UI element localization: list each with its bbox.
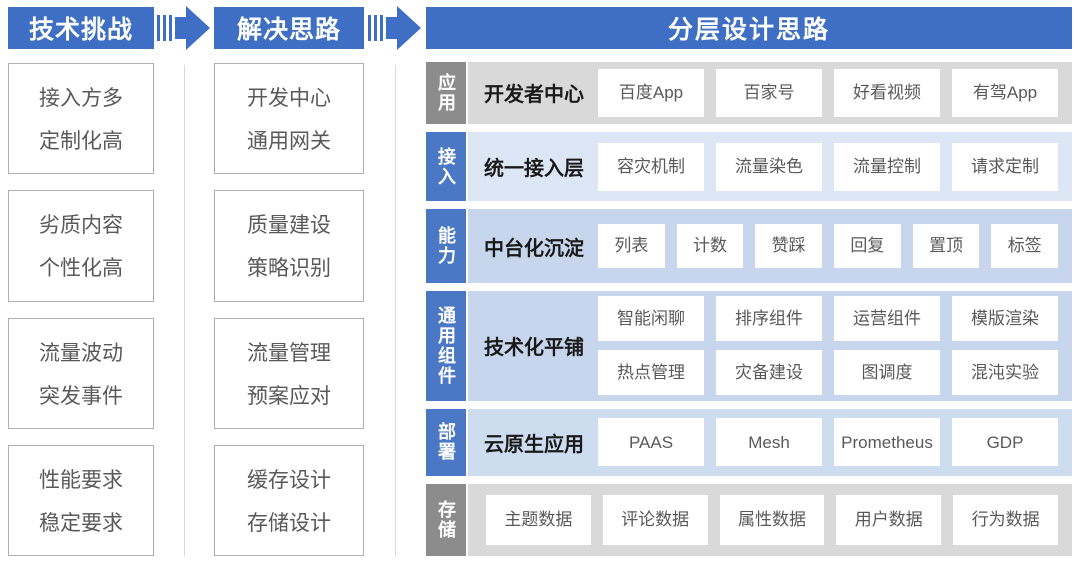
chip: 评论数据	[602, 495, 708, 546]
challenge-line: 性能要求	[39, 468, 123, 492]
solution-line: 预案应对	[247, 384, 331, 408]
solution-box: 质量建设 策略识别	[214, 190, 364, 302]
solution-box: 流量管理 预案应对	[214, 317, 364, 429]
layer-row-deployment: 部署 云原生应用 PAAS Mesh Prometheus GDP	[426, 408, 1072, 477]
solution-line: 流量管理	[247, 341, 331, 365]
chip: Mesh	[716, 418, 822, 467]
layer-title: 技术化平铺	[484, 337, 584, 360]
solution-line: 策略识别	[247, 257, 331, 281]
chip: GDP	[952, 418, 1058, 467]
chip: 图调度	[834, 350, 940, 396]
chip: 赞踩	[755, 224, 823, 269]
challenge-line: 劣质内容	[39, 214, 123, 238]
chip: 标签	[991, 224, 1059, 269]
solution-box: 开发中心 通用网关	[214, 63, 364, 175]
layer-row-storage: 存储 主题数据 评论数据 属性数据 用户数据 行为数据	[426, 484, 1072, 556]
chip-grid: 智能闲聊 排序组件 运营组件 模版渲染 热点管理 灾备建设 图调度 混沌实验	[598, 296, 1058, 396]
challenge-line: 流量波动	[39, 341, 123, 365]
layer-body: 中台化沉淀 列表 计数 赞踩 回复 置顶 标签	[468, 209, 1072, 284]
chip: 计数	[676, 224, 744, 269]
chip: 置顶	[912, 224, 980, 269]
arrow-gutter	[364, 6, 426, 556]
layer-body: 开发者中心 百度App 百家号 好看视频 有驾App	[468, 62, 1072, 124]
layer-row-application: 应用 开发者中心 百度App 百家号 好看视频 有驾App	[426, 62, 1072, 124]
challenge-line: 个性化高	[39, 257, 123, 281]
challenge-box: 劣质内容 个性化高	[8, 190, 154, 302]
layer-body: 统一接入层 容灾机制 流量染色 流量控制 请求定制	[468, 131, 1072, 202]
chip-list: 列表 计数 赞踩 回复 置顶 标签	[598, 224, 1059, 269]
chip: 用户数据	[836, 495, 942, 546]
solution-line: 通用网关	[247, 130, 331, 154]
layer-label: 能力	[426, 209, 466, 284]
layer-rows: 应用 开发者中心 百度App 百家号 好看视频 有驾App 接入 统一接入层	[426, 62, 1072, 556]
solution-line: 存储设计	[247, 511, 331, 535]
layer-body: 技术化平铺 智能闲聊 排序组件 运营组件 模版渲染 热点管理 灾备建设 图调度 …	[468, 291, 1072, 401]
layer-label: 部署	[426, 408, 466, 477]
challenge-box: 性能要求 稳定要求	[8, 444, 154, 556]
chip-list: 容灾机制 流量染色 流量控制 请求定制	[598, 142, 1058, 191]
chip: 回复	[834, 224, 901, 269]
layer-title: 开发者中心	[484, 84, 584, 107]
chip: 好看视频	[834, 68, 940, 117]
chip-list: PAAS Mesh Prometheus GDP	[598, 418, 1058, 467]
challenges-boxes: 接入方多 定制化高 劣质内容 个性化高 流量波动 突发事件 性能要求 稳定要求	[8, 63, 154, 556]
solution-line: 开发中心	[247, 87, 331, 111]
layer-row-common-components: 通用组件 技术化平铺 智能闲聊 排序组件 运营组件 模版渲染 热点管理 灾备建设…	[426, 291, 1072, 401]
layered-design-panel: 分层设计思路 应用 开发者中心 百度App 百家号 好看视频 有驾App 接入	[426, 7, 1072, 556]
chip: 排序组件	[716, 296, 822, 342]
layer-label: 应用	[426, 62, 466, 124]
challenges-header: 技术挑战	[8, 7, 154, 49]
chip: 百度App	[598, 68, 704, 117]
layer-body: 主题数据 评论数据 属性数据 用户数据 行为数据	[468, 484, 1072, 556]
chip: 百家号	[716, 68, 822, 117]
chip: 流量控制	[834, 142, 940, 191]
layer-label: 通用组件	[426, 291, 466, 401]
chip-list: 主题数据 评论数据 属性数据 用户数据 行为数据	[486, 495, 1058, 546]
solution-line: 缓存设计	[247, 468, 331, 492]
challenge-line: 突发事件	[39, 384, 123, 408]
chip: 属性数据	[719, 495, 825, 546]
layer-row-capability: 能力 中台化沉淀 列表 计数 赞踩 回复 置顶 标签	[426, 209, 1072, 284]
chip: 有驾App	[952, 68, 1058, 117]
chip: Prometheus	[834, 418, 940, 467]
layer-title: 云原生应用	[484, 433, 584, 456]
layer-title: 中台化沉淀	[484, 237, 584, 260]
challenge-box: 流量波动 突发事件	[8, 317, 154, 429]
solutions-column: 解决思路 开发中心 通用网关 质量建设 策略识别 流量管理 预案应对 缓存设计 …	[214, 7, 364, 556]
challenge-line: 稳定要求	[39, 511, 123, 535]
chip: 灾备建设	[716, 350, 822, 396]
layer-body: 云原生应用 PAAS Mesh Prometheus GDP	[468, 408, 1072, 477]
layer-title: 统一接入层	[484, 158, 584, 181]
chip: 请求定制	[952, 142, 1058, 191]
chip: 混沌实验	[952, 350, 1058, 396]
flow-arrow-icon	[368, 6, 422, 50]
challenges-column: 技术挑战 接入方多 定制化高 劣质内容 个性化高 流量波动 突发事件 性能要求 …	[8, 7, 154, 556]
chip: 智能闲聊	[598, 296, 704, 342]
challenge-box: 接入方多 定制化高	[8, 63, 154, 175]
layer-row-access: 接入 统一接入层 容灾机制 流量染色 流量控制 请求定制	[426, 131, 1072, 202]
chip: 主题数据	[486, 495, 591, 546]
solutions-boxes: 开发中心 通用网关 质量建设 策略识别 流量管理 预案应对 缓存设计 存储设计	[214, 63, 364, 556]
chip: PAAS	[598, 418, 704, 467]
challenge-line: 接入方多	[39, 87, 123, 111]
flow-arrow-icon	[157, 6, 211, 50]
panel-title: 分层设计思路	[426, 7, 1072, 49]
solution-line: 质量建设	[247, 214, 331, 238]
solution-box: 缓存设计 存储设计	[214, 444, 364, 556]
chip: 行为数据	[953, 495, 1058, 546]
layer-label: 接入	[426, 131, 466, 202]
layer-label: 存储	[426, 484, 466, 556]
chip: 容灾机制	[598, 142, 704, 191]
chip: 运营组件	[834, 296, 940, 342]
arrow-gutter	[154, 6, 214, 556]
solutions-header: 解决思路	[214, 7, 364, 49]
chip: 热点管理	[598, 350, 704, 396]
chip: 列表	[598, 224, 665, 269]
challenge-line: 定制化高	[39, 130, 123, 154]
column-divider	[183, 65, 185, 556]
column-divider	[394, 65, 396, 556]
chip-list: 百度App 百家号 好看视频 有驾App	[598, 68, 1058, 117]
chip: 模版渲染	[952, 296, 1058, 342]
chip: 流量染色	[716, 142, 822, 191]
